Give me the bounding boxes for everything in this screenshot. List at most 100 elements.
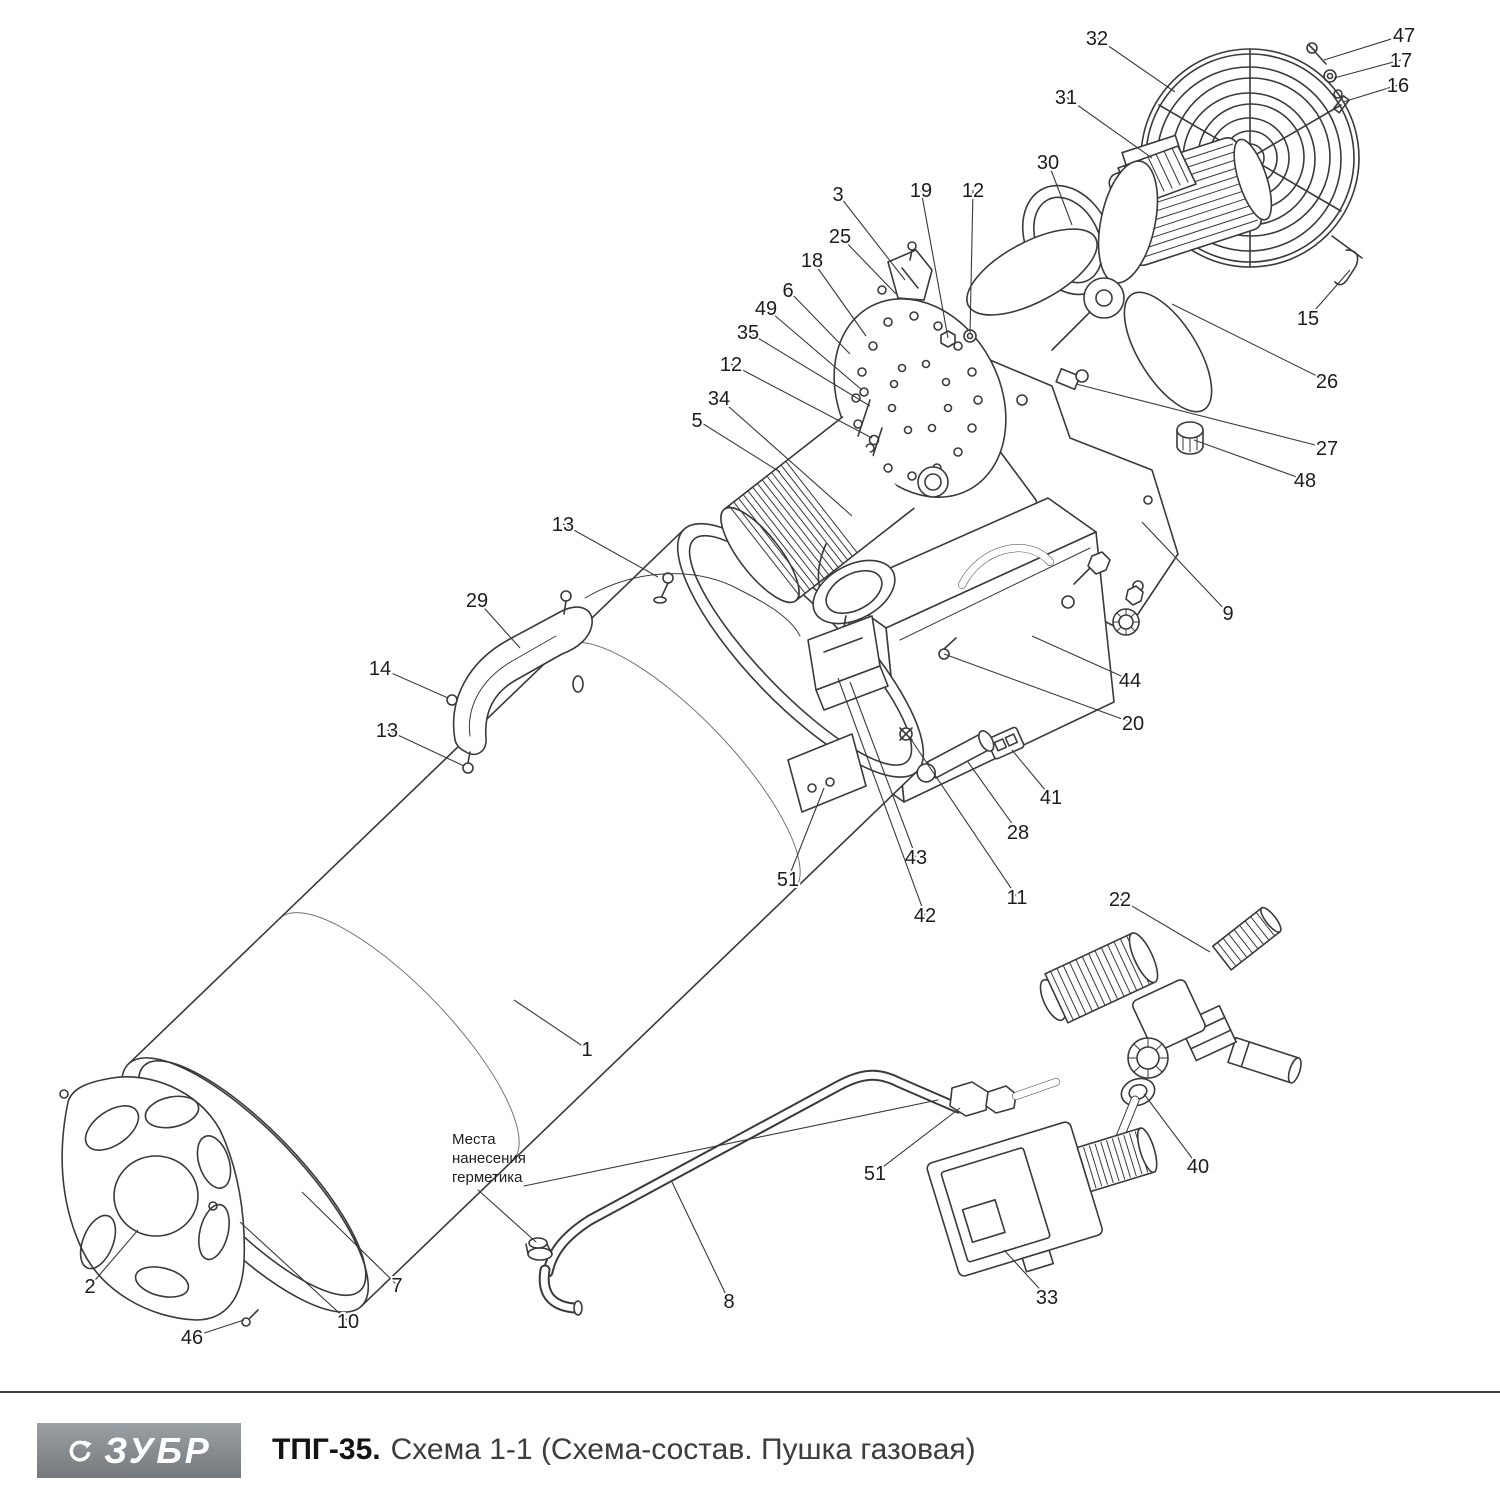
leader-line bbox=[301, 1191, 398, 1286]
leader-line bbox=[747, 331, 871, 407]
part-number: 33 bbox=[1036, 1287, 1058, 1309]
regulator-knob bbox=[1039, 932, 1159, 1024]
zubr-logo: ЗУБР bbox=[37, 1423, 241, 1478]
part-number: 42 bbox=[914, 905, 936, 927]
bracket-top bbox=[877, 241, 977, 348]
part-number: 13 bbox=[552, 514, 574, 536]
leader-line bbox=[967, 761, 1019, 833]
leader-line bbox=[1031, 635, 1131, 681]
part-number: 5 bbox=[691, 410, 702, 432]
part-number: 47 bbox=[1393, 25, 1415, 47]
part-number: 8 bbox=[723, 1291, 734, 1313]
gas-pipe bbox=[525, 1069, 1060, 1316]
leader-line bbox=[1047, 161, 1073, 226]
leader-line bbox=[671, 1181, 730, 1302]
leader-line bbox=[1307, 269, 1351, 319]
footer-divider bbox=[0, 1391, 1500, 1393]
leader-line bbox=[1342, 84, 1399, 103]
leader-line bbox=[89, 1229, 139, 1287]
part-number: 46 bbox=[181, 1327, 203, 1349]
leader-line bbox=[718, 397, 853, 517]
solenoid-valve bbox=[926, 1095, 1158, 1277]
part-number: 12 bbox=[720, 354, 742, 376]
front-plate bbox=[59, 1076, 259, 1327]
mounting-bracket bbox=[989, 359, 1179, 633]
fasteners-top-right bbox=[1306, 42, 1359, 286]
switch bbox=[986, 726, 1025, 760]
leader-line bbox=[787, 289, 851, 355]
leader-line bbox=[1003, 1249, 1048, 1298]
leader-line bbox=[562, 523, 659, 578]
leader-line bbox=[239, 1221, 349, 1322]
gas-valve bbox=[1039, 906, 1302, 1107]
leader-line bbox=[765, 307, 863, 391]
leader-line bbox=[1171, 303, 1328, 382]
leader-line bbox=[1065, 96, 1153, 159]
part-number: 16 bbox=[1387, 75, 1409, 97]
diagram-caption: ТПГ-35.Схема 1-1 (Схема-состав. Пушка га… bbox=[272, 1433, 976, 1467]
sealant-note-line: нанесения bbox=[452, 1150, 526, 1167]
nozzle bbox=[1227, 1036, 1302, 1084]
leader-line bbox=[969, 189, 974, 335]
part-number: 43 bbox=[905, 847, 927, 869]
part-number: 1 bbox=[581, 1039, 592, 1061]
leader-line bbox=[513, 999, 588, 1050]
part-number: 9 bbox=[1222, 603, 1233, 625]
part-number: 35 bbox=[737, 322, 759, 344]
pipe-fitting bbox=[949, 1078, 1060, 1117]
leader-line bbox=[379, 667, 449, 699]
part-number: 10 bbox=[337, 1311, 359, 1333]
part-number: 12 bbox=[962, 180, 984, 202]
part-number: 28 bbox=[1007, 822, 1029, 844]
part-number: 34 bbox=[708, 388, 730, 410]
part-number: 2 bbox=[84, 1276, 95, 1298]
part-number: 32 bbox=[1086, 28, 1108, 50]
part-number: 11 bbox=[1007, 887, 1028, 909]
part-number: 31 bbox=[1055, 87, 1077, 109]
leader-line bbox=[849, 681, 917, 858]
bottom-bracket bbox=[787, 733, 867, 813]
combustion-tube bbox=[720, 416, 915, 604]
guard-clip bbox=[1334, 249, 1359, 286]
part-number: 7 bbox=[391, 1275, 402, 1297]
leader-line bbox=[1075, 383, 1328, 449]
leader-line bbox=[837, 193, 906, 281]
part-number: 26 bbox=[1316, 371, 1338, 393]
part-number: 29 bbox=[466, 590, 488, 612]
leader-line bbox=[943, 653, 1134, 724]
part-number: 27 bbox=[1316, 438, 1338, 460]
part-number: 13 bbox=[376, 720, 398, 742]
leader-line bbox=[1096, 37, 1176, 93]
washer-40 bbox=[1120, 1077, 1156, 1107]
part-number: 18 bbox=[801, 250, 823, 272]
leader-line bbox=[1141, 521, 1229, 614]
part-number: 17 bbox=[1390, 50, 1412, 72]
leader-line bbox=[839, 235, 897, 295]
part-number: 14 bbox=[369, 658, 391, 680]
leader-line bbox=[1011, 749, 1052, 798]
leader-line bbox=[874, 1107, 961, 1174]
zubr-arrow-icon bbox=[69, 1440, 92, 1462]
part-number: 49 bbox=[755, 298, 777, 320]
part-number: 51 bbox=[864, 1163, 886, 1185]
leader-line bbox=[476, 599, 521, 649]
part-number: 22 bbox=[1109, 889, 1131, 911]
part-number: 41 bbox=[1040, 787, 1062, 809]
thread-nipple bbox=[1211, 906, 1282, 971]
fitting-27 bbox=[1055, 367, 1089, 391]
part-number: 30 bbox=[1037, 152, 1059, 174]
sealant-note: Места нанесения герметика bbox=[452, 1131, 526, 1186]
leader-line bbox=[837, 677, 926, 916]
part-number: 40 bbox=[1187, 1156, 1209, 1178]
leader-line bbox=[909, 737, 1018, 898]
part-number: 19 bbox=[910, 180, 932, 202]
nut-19 bbox=[940, 330, 956, 348]
leader-line bbox=[386, 729, 465, 767]
leader-line bbox=[1143, 1093, 1199, 1167]
part-number: 25 bbox=[829, 226, 851, 248]
leader-line bbox=[696, 419, 781, 473]
leader-line bbox=[1333, 59, 1402, 79]
leader-line bbox=[811, 259, 867, 337]
sealant-note-line: герметика bbox=[452, 1169, 523, 1186]
